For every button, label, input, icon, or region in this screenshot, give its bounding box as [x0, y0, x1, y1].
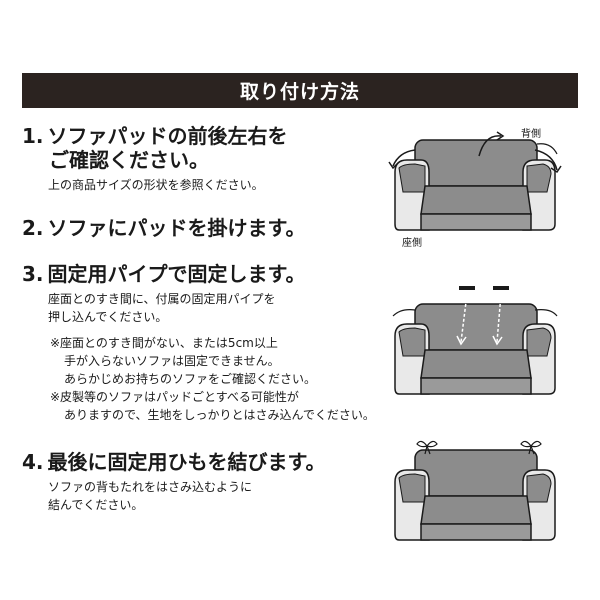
sofa-orientation-illustration: [388, 131, 562, 231]
section-header: 取り付け方法: [22, 73, 578, 108]
step-2-title: 2.ソファにパッドを掛けます。: [22, 216, 306, 240]
step-3-body: 座面とのすき間に、付属の固定用パイプを 押し込んでください。: [48, 292, 276, 324]
step-1-number: 1.: [22, 124, 44, 148]
back-side-label: 背側: [521, 129, 541, 140]
seat-side-label: 座側: [402, 238, 422, 249]
step-2-number: 2.: [22, 216, 44, 240]
sofa-tie-illustration: [394, 440, 556, 541]
step-3-number: 3.: [22, 262, 44, 286]
section-title: 取り付け方法: [239, 81, 360, 103]
step-4-number: 4.: [22, 450, 44, 474]
step-3-note-1: ※座面とのすき間がない、または5cm以上 手が入らないソファは固定できません。 …: [50, 336, 317, 386]
step-1-body: 上の商品サイズの形状を参照ください。: [48, 178, 264, 192]
step-3-note-2: ※皮製等のソファはパッドごとすべる可能性が ありますので、生地をしっかりとはさみ…: [50, 390, 375, 422]
step-4-title: 4.最後に固定用ひもを結びます。: [22, 450, 326, 474]
step-4-body: ソファの背もたれをはさみ込むように 結んでください。: [48, 480, 253, 512]
step-1-title: 1.ソファパッドの前後左右を ご確認ください。: [22, 124, 288, 172]
sofa-pipe-illustration: [392, 286, 558, 395]
step-3-title: 3.固定用パイプで固定します。: [22, 262, 306, 286]
